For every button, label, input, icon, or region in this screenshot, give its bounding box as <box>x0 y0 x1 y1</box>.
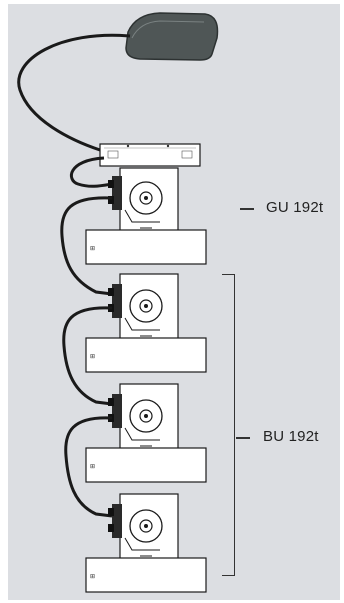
gu-unit: ⊞ <box>85 167 207 265</box>
antenna-cable <box>17 33 131 152</box>
bu-unit-2: ⊞ <box>85 383 207 483</box>
bu-bracket <box>222 274 235 576</box>
gu-label: GU 192t <box>266 199 324 216</box>
svg-text:⊞: ⊞ <box>90 354 95 360</box>
bu-leader-line <box>236 437 250 439</box>
gu-leader-line <box>240 208 254 210</box>
svg-text:⊞: ⊞ <box>90 574 95 580</box>
antenna-icon <box>125 12 219 61</box>
bu-label: BU 192t <box>263 428 319 445</box>
bu-unit-1: ⊞ <box>85 273 207 373</box>
svg-text:⊞: ⊞ <box>90 464 95 470</box>
svg-text:⊞: ⊞ <box>90 246 95 252</box>
junction-box <box>99 143 201 167</box>
bu-unit-3: ⊞ <box>85 493 207 593</box>
